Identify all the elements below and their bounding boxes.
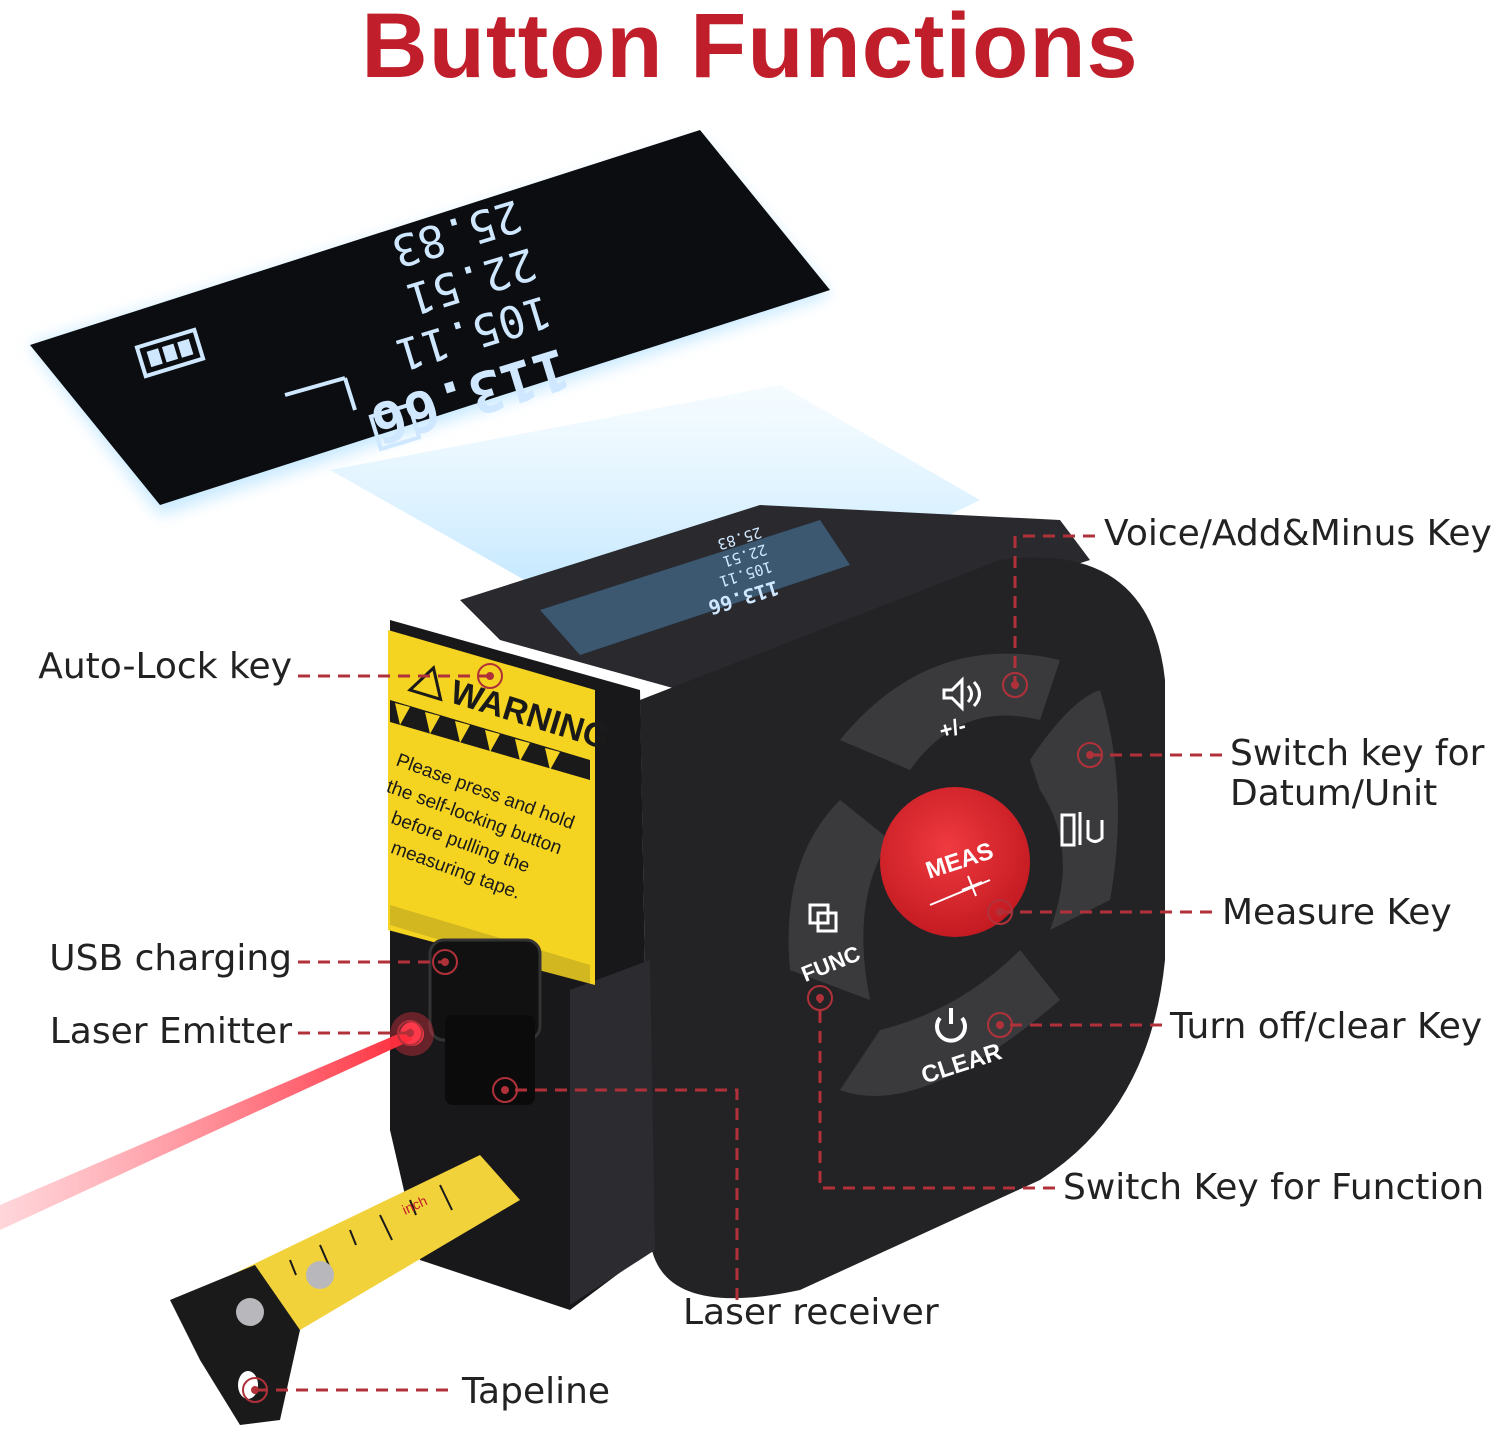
callout-markers <box>242 663 1103 1403</box>
key-voice <box>840 653 1060 770</box>
callout-tapeline: Tapeline <box>462 1371 611 1412</box>
datum-unit-icon <box>1060 812 1104 847</box>
tape-blade <box>200 1155 520 1340</box>
device-top <box>460 505 1090 690</box>
device-lcd <box>540 520 850 655</box>
callout-laser-receiver: Laser receiver <box>683 1292 939 1333</box>
callout-voice-add-minus: Voice/Add&Minus Key <box>1104 513 1492 554</box>
callout-measure-key: Measure Key <box>1222 892 1452 933</box>
laser-burst-icon <box>929 875 991 906</box>
func-icon <box>808 903 838 933</box>
battery-icon <box>134 327 206 379</box>
enlarged-display-readings: 113.66 105.11 22.51 25.83 <box>364 189 576 456</box>
key-meas <box>880 787 1030 937</box>
leader-voice <box>1013 534 1095 685</box>
device-front-face <box>640 557 1165 1299</box>
callout-usb-charging: USB charging <box>49 938 292 979</box>
voice-speaker-icon <box>942 676 981 712</box>
callout-auto-lock: Auto-Lock key <box>38 646 292 687</box>
callout-laser-emitter: Laser Emitter <box>49 1011 292 1052</box>
laser-beam <box>0 1028 412 1230</box>
tape-rivet <box>236 1298 264 1326</box>
callout-datum-unit-line1: Switch key for <box>1230 733 1485 774</box>
callout-leaders <box>255 534 1222 1392</box>
laser-receiver-window <box>445 1015 535 1105</box>
leader-function <box>818 998 1055 1190</box>
key-func <box>788 800 890 1000</box>
tape-hook <box>170 1265 300 1425</box>
callout-datum-unit-line2: Datum/Unit <box>1230 773 1438 814</box>
display-light-beam <box>330 385 980 660</box>
warning-triangle-icon <box>407 665 443 702</box>
datum-indicator-icon <box>284 376 422 452</box>
page-title: Button Functions <box>361 0 1139 97</box>
callout-turn-off-clear: Turn off/clear Key <box>1170 1006 1483 1047</box>
key-datum-unit <box>1030 690 1118 930</box>
callout-switch-function: Switch Key for Function <box>1063 1167 1485 1208</box>
leader-receiver <box>505 1088 739 1300</box>
power-icon <box>935 1008 967 1043</box>
enlarged-display-panel <box>30 130 830 505</box>
